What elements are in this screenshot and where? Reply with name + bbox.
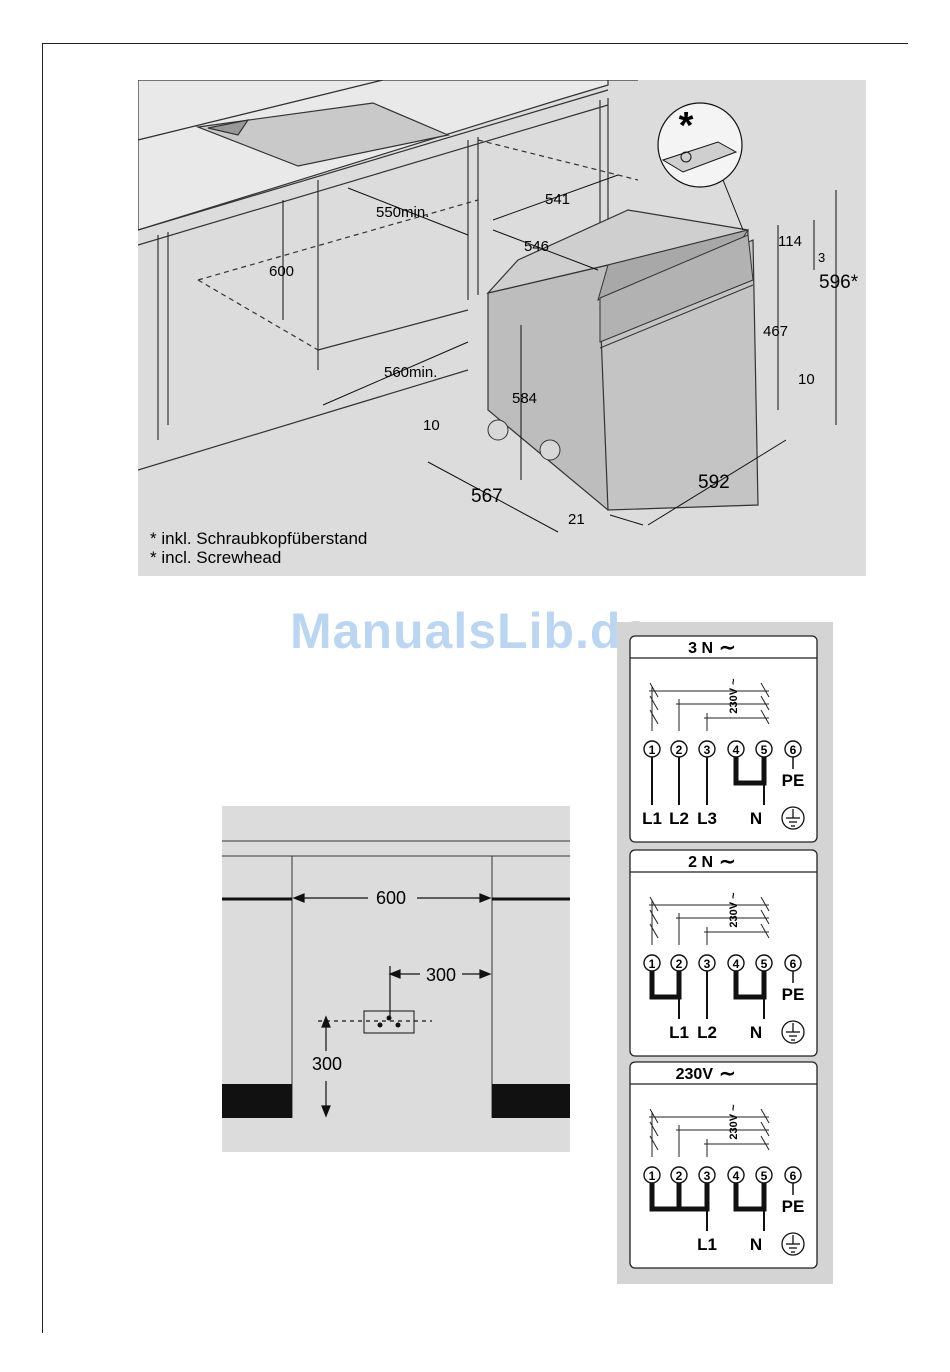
wiring-card-1: 3 N ∼ 230V ~ 1 2 3 4 5 6L1 L2 L3 N PE	[630, 636, 817, 842]
ac-tilde-icon: ∼	[719, 1063, 736, 1085]
dim-592: 592	[698, 472, 730, 493]
terminal-number: 1	[649, 1169, 656, 1183]
terminal-number: 3	[704, 957, 711, 971]
wiring-title: 2 N	[688, 854, 713, 871]
terminal-label-t5: N	[750, 1023, 762, 1042]
terminal-number: 5	[761, 957, 768, 971]
terminal-label-t2: L2	[669, 809, 689, 828]
voltage-label: 230V ~	[728, 892, 740, 928]
wiring-title: 3 N	[688, 640, 713, 657]
terminal-number: 6	[790, 1169, 797, 1183]
socket-position-diagram: 600 300 300	[222, 806, 570, 1152]
terminal-label-t3: L2	[697, 1023, 717, 1042]
voltage-label: 230V ~	[728, 1104, 740, 1140]
terminal-label-t5: N	[750, 1235, 762, 1254]
ac-tilde-icon: ∼	[719, 851, 736, 873]
dim-584: 584	[512, 390, 537, 407]
terminal-label-t3: L3	[697, 809, 717, 828]
pe-label: PE	[782, 771, 805, 790]
dim-10-right: 10	[798, 371, 815, 388]
wiring-card-3: 230V ∼ 230V ~ 1 2 3 4 5 6L1 N PE	[630, 1062, 817, 1268]
terminal-number: 4	[733, 1169, 740, 1183]
dim-550min: 550min.	[376, 204, 429, 221]
terminal-number: 5	[761, 1169, 768, 1183]
dim-567: 567	[471, 486, 503, 507]
terminal-number: 1	[649, 957, 656, 971]
ground-icon	[782, 1021, 804, 1043]
dim-541: 541	[545, 191, 570, 208]
voltage-label: 230V ~	[728, 678, 740, 714]
terminal-label-t2: L1	[669, 1023, 689, 1042]
dim-21: 21	[568, 511, 585, 528]
terminal-number: 4	[733, 743, 740, 757]
wiring-card-2: 2 N ∼ 230V ~ 1 2 3 4 5 6L1 L2 N PE	[630, 850, 817, 1056]
dim-114: 114	[778, 233, 802, 250]
ground-icon	[782, 1233, 804, 1255]
terminal-number: 6	[790, 743, 797, 757]
page-border-left	[42, 43, 43, 1333]
wiring-title: 230V	[676, 1066, 714, 1083]
dim-596: 596*	[819, 272, 859, 293]
dim-3: 3	[818, 250, 825, 265]
terminal-number: 2	[676, 957, 683, 971]
dim-300-vertical: 300	[312, 1054, 342, 1074]
installation-dimensions-diagram: * 550min. 541 546 600 560min. 584 10 567…	[138, 80, 866, 576]
terminal-number: 6	[790, 957, 797, 971]
terminal-number: 2	[676, 1169, 683, 1183]
dim-467: 467	[763, 323, 788, 340]
dim-300-horizontal: 300	[426, 965, 456, 985]
terminal-number: 3	[704, 1169, 711, 1183]
pe-label: PE	[782, 985, 805, 1004]
dim-10-left: 10	[423, 417, 440, 434]
footnote-en: * incl. Screwhead	[150, 548, 281, 567]
footnote-de: * inkl. Schraubkopfüberstand	[150, 529, 367, 548]
dim-560min: 560min.	[384, 364, 437, 381]
ground-icon	[782, 807, 804, 829]
terminal-number: 1	[649, 743, 656, 757]
terminal-label-t1: L1	[642, 809, 662, 828]
terminal-number: 4	[733, 957, 740, 971]
dim-600: 600	[269, 263, 294, 280]
ac-tilde-icon: ∼	[719, 637, 736, 659]
terminal-number: 5	[761, 743, 768, 757]
watermark: ManualsLib.de	[290, 602, 650, 660]
terminal-label-t5: N	[750, 809, 762, 828]
page-border-top	[42, 43, 908, 44]
terminal-label-t3: L1	[697, 1235, 717, 1254]
dim-600: 600	[376, 888, 406, 908]
asterisk-symbol: *	[679, 105, 694, 147]
dim-546: 546	[524, 238, 549, 255]
terminal-number: 3	[704, 743, 711, 757]
terminal-number: 2	[676, 743, 683, 757]
pe-label: PE	[782, 1197, 805, 1216]
